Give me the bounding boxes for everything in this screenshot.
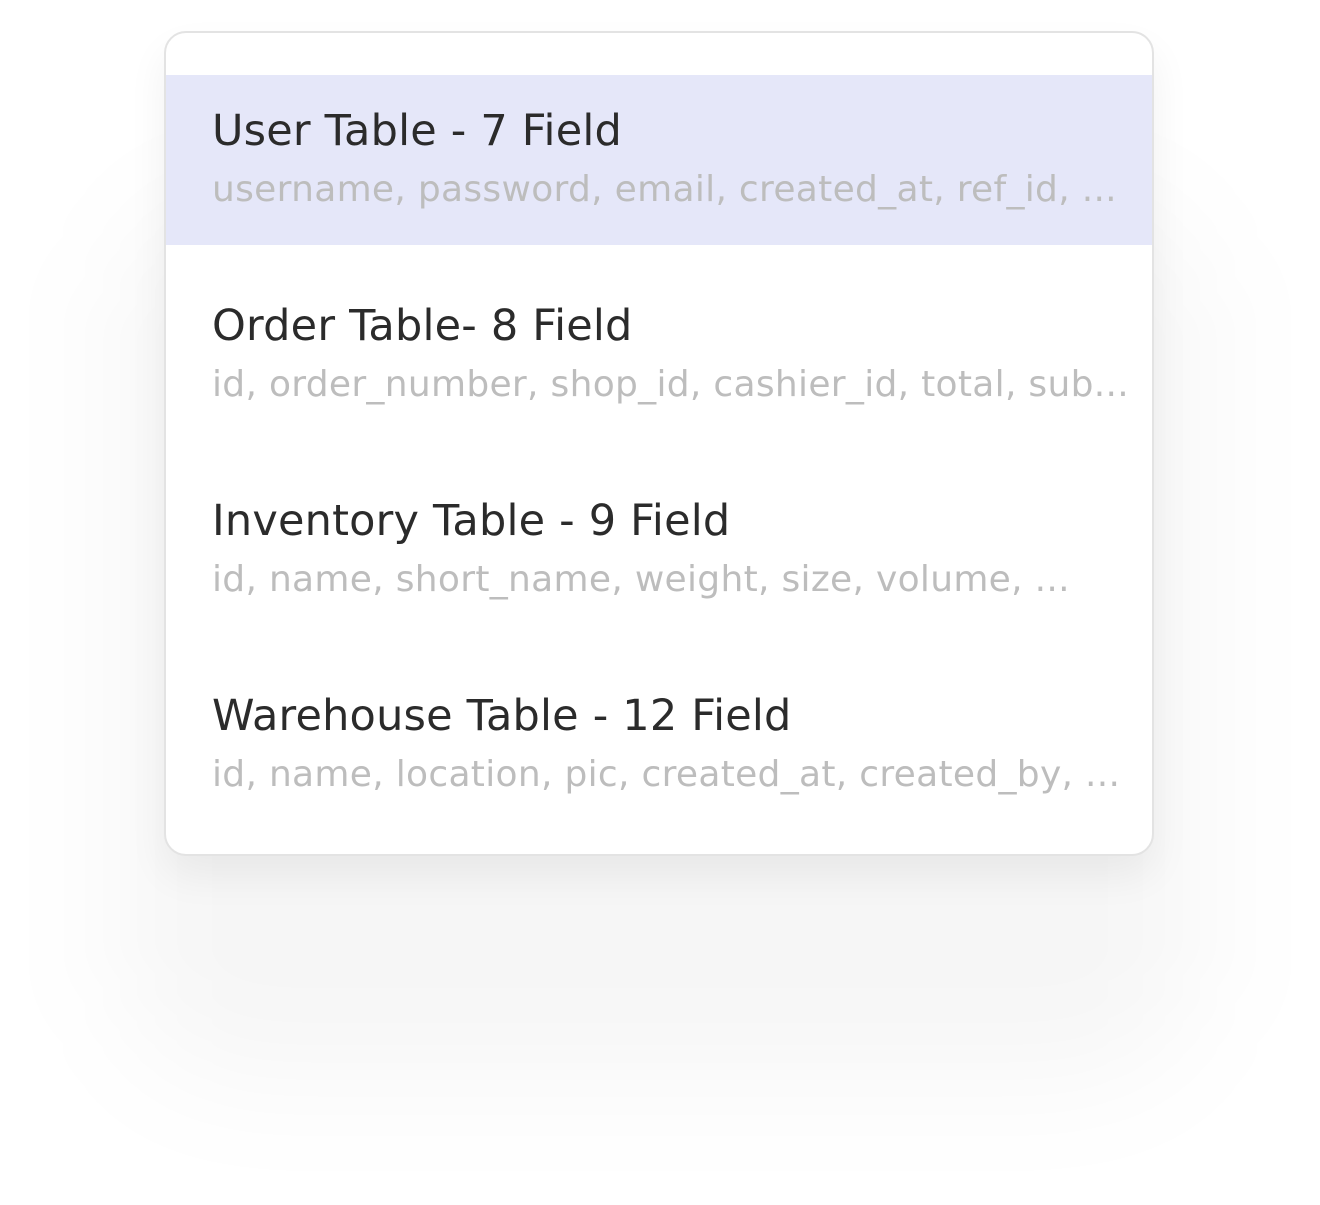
list-item-warehouse-table[interactable]: Warehouse Table - 12 Field id, name, loc…: [166, 660, 1152, 830]
table-fields-preview: id, name, short_name, weight, size, volu…: [212, 559, 1070, 600]
table-fields-preview: id, order_number, shop_id, cashier_id, t…: [212, 364, 1129, 405]
table-list: User Table - 7 Field username, password,…: [166, 75, 1152, 854]
list-item-order-table[interactable]: Order Table- 8 Field id, order_number, s…: [166, 270, 1152, 440]
table-fields-preview: id, name, location, pic, created_at, cre…: [212, 754, 1121, 795]
table-dropdown-panel: User Table - 7 Field username, password,…: [164, 31, 1154, 856]
table-title: Warehouse Table - 12 Field: [212, 691, 792, 741]
table-fields-preview: username, password, email, created_at, r…: [212, 169, 1117, 210]
table-title: Inventory Table - 9 Field: [212, 496, 731, 546]
list-item-user-table[interactable]: User Table - 7 Field username, password,…: [166, 75, 1152, 245]
table-title: User Table - 7 Field: [212, 106, 623, 156]
table-title: Order Table- 8 Field: [212, 301, 633, 351]
list-item-inventory-table[interactable]: Inventory Table - 9 Field id, name, shor…: [166, 465, 1152, 635]
